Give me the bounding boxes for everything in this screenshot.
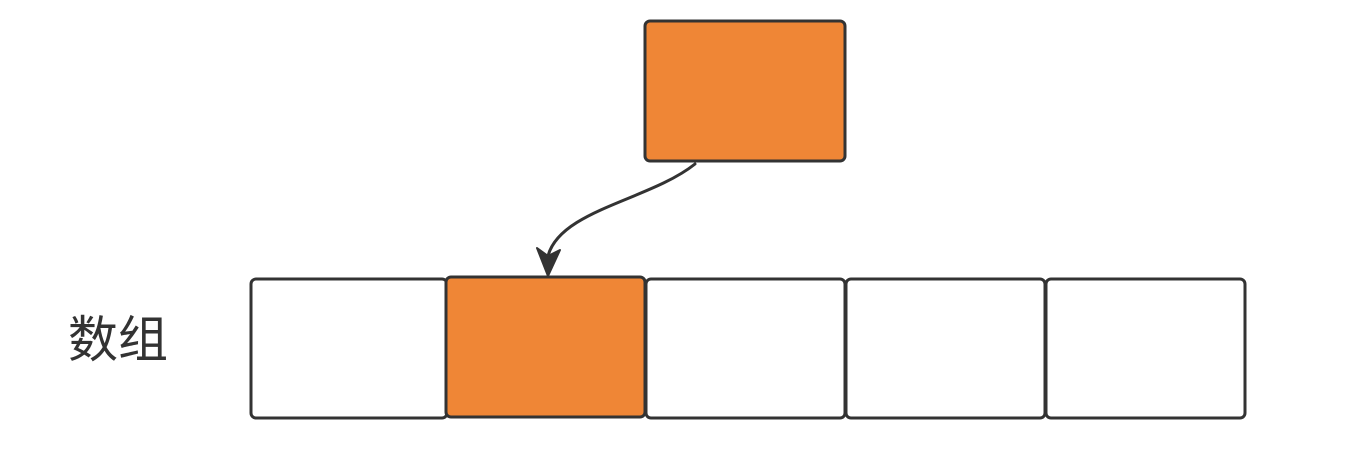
pointer-arrow-line xyxy=(546,162,697,258)
array-cell xyxy=(644,277,847,420)
floating-element-box xyxy=(643,19,847,163)
array-cell xyxy=(249,277,449,420)
array-cell xyxy=(844,277,1047,420)
array-cells xyxy=(249,275,1247,420)
array-cell xyxy=(1044,277,1247,420)
array-label: 数组 xyxy=(68,311,168,369)
array-cell-highlighted xyxy=(444,275,647,419)
pointer-arrow-head xyxy=(536,247,561,277)
